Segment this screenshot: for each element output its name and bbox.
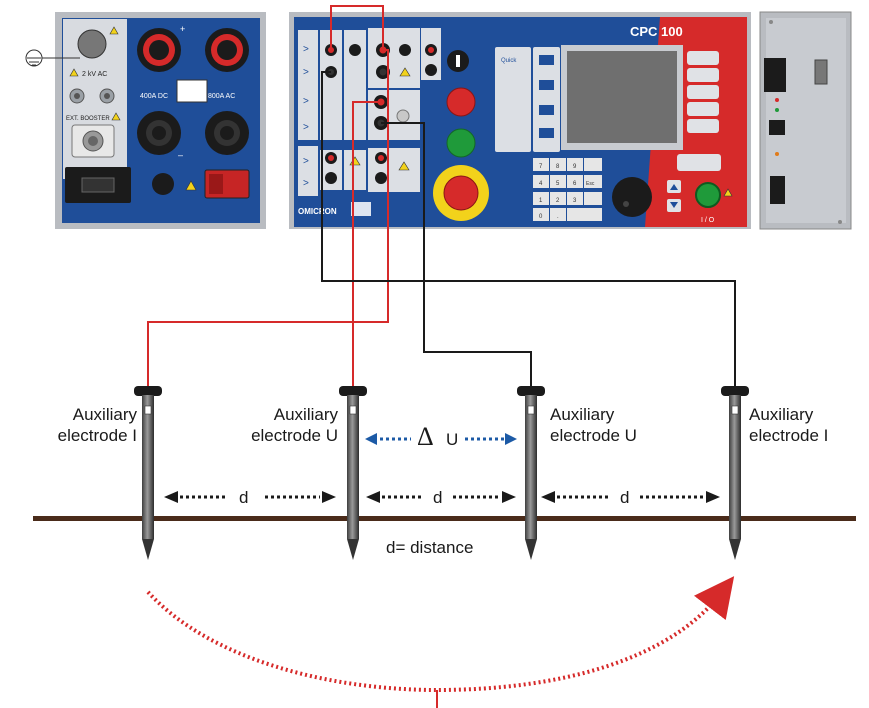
svg-text:>: >	[303, 96, 309, 107]
electrode-label-2: Auxiliary electrode U	[236, 404, 338, 446]
key-1: 1	[539, 198, 543, 204]
svg-text:+: +	[180, 24, 185, 34]
svg-text:>: >	[303, 67, 309, 78]
distance-caption: d= distance	[386, 538, 473, 557]
softkeys	[677, 51, 721, 171]
electrode-label-4-line1: Auxiliary	[749, 405, 814, 424]
svg-text:–: –	[178, 150, 183, 160]
electrode-3	[517, 386, 545, 560]
distance-arrow-2	[366, 491, 516, 503]
booster-panel: 2 kV AC EXT. BOOSTER + 400A DC 800A AC –	[25, 12, 266, 229]
power-label: I / O	[701, 217, 715, 224]
key-4: 4	[539, 181, 543, 187]
delta-u-arrow	[365, 433, 517, 445]
distance-label-3: d	[620, 488, 629, 507]
label-2kv-ac: 2 kV AC	[82, 71, 107, 78]
key-2: 2	[556, 198, 560, 204]
distance-label-1: d	[239, 488, 248, 507]
electrode-label-2-line2: electrode U	[251, 426, 338, 445]
key-6: 6	[573, 181, 577, 187]
key-9: 9	[573, 164, 577, 170]
electrode-4	[721, 386, 749, 560]
electrode-label-4-line2: electrode I	[749, 426, 829, 445]
ground-icon	[25, 49, 80, 67]
electrode-2	[339, 386, 367, 560]
device-title: CPC 100	[630, 24, 683, 39]
svg-text:>: >	[303, 122, 309, 133]
distance-arrow-3	[541, 491, 720, 503]
electrode-label-3-line2: electrode U	[550, 426, 637, 445]
key-8: 8	[556, 164, 560, 170]
delta-symbol: Δ	[417, 422, 434, 451]
cpc100-unit: CPC 100 OMICRON > > > > > >	[289, 12, 751, 229]
svg-text:>: >	[303, 156, 309, 167]
quick-key-label: Quick	[501, 58, 517, 64]
electrode-label-1-line1: Auxiliary	[72, 405, 137, 424]
electrode-label-1-line2: electrode I	[57, 426, 137, 445]
svg-text:>: >	[303, 178, 309, 189]
electrode-label-3-line1: Auxiliary	[550, 405, 615, 424]
electrode-1	[134, 386, 162, 560]
wiring	[147, 5, 736, 388]
electrode-label-3: Auxiliary electrode U	[550, 404, 670, 446]
label-400a-dc: 400A DC	[140, 93, 168, 100]
key-esc: Esc	[586, 181, 595, 187]
distance-arrow-1	[164, 491, 336, 503]
key-3: 3	[573, 198, 577, 204]
brand-logo-text: OMICRON	[298, 207, 337, 216]
current-flow-arc	[146, 576, 735, 693]
key-5: 5	[556, 181, 560, 187]
electrode-label-4: Auxiliary electrode I	[749, 404, 864, 446]
keypad: 7 8 9 4 5 6 Esc 1 2 3 0 .	[533, 158, 602, 221]
distance-label-2: d	[433, 488, 442, 507]
delta-unit: U	[446, 430, 458, 449]
electrode-label-2-line1: Auxiliary	[273, 405, 338, 424]
electrode-label-1: Auxiliary electrode I	[40, 404, 137, 446]
svg-text:>: >	[303, 44, 309, 55]
key-dot: .	[557, 214, 559, 220]
label-800a-ac: 800A AC	[208, 93, 235, 100]
key-7: 7	[539, 164, 543, 170]
ground-line	[33, 516, 856, 521]
key-0: 0	[539, 214, 543, 220]
label-ext-booster: EXT. BOOSTER	[66, 116, 110, 122]
io-module	[759, 11, 852, 230]
